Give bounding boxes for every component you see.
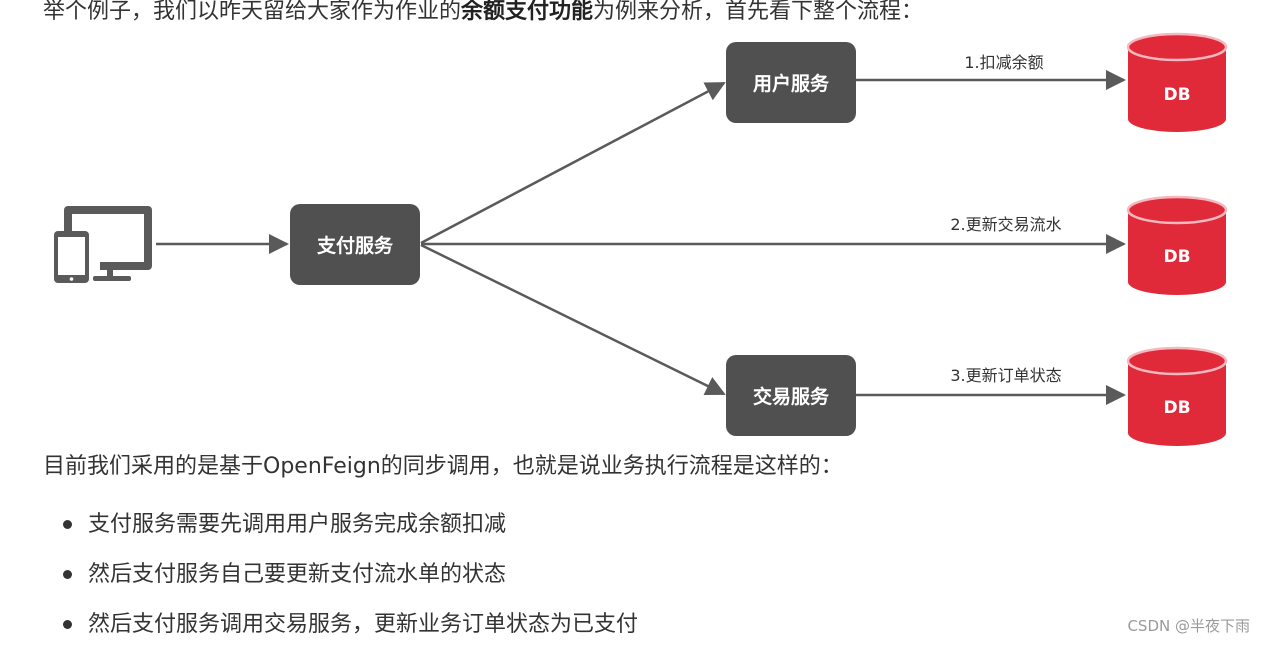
edge-label-order: 3.更新订单状态 <box>950 366 1061 385</box>
list-item-text: 支付服务需要先调用用户服务完成余额扣减 <box>88 512 507 537</box>
explanation-paragraph: 目前我们采用的是基于OpenFeign的同步调用，也就是说业务执行流程是这样的： <box>43 454 843 479</box>
bullet-dot <box>63 520 72 529</box>
pay-service-label: 支付服务 <box>316 234 394 257</box>
edge-label-flow: 2.更新交易流水 <box>950 215 1061 234</box>
list-item: 支付服务需要先调用用户服务完成余额扣减 <box>60 508 638 558</box>
intro-before: 举个例子，我们以昨天留给大家作为作业的 <box>43 0 462 24</box>
intro-bold: 余额支付功能 <box>461 0 594 24</box>
intro-after: 为例来分析，首先看下整个流程： <box>593 0 924 24</box>
db-cylinder-1: DB <box>1126 32 1228 132</box>
user-service-label: 用户服务 <box>753 72 830 95</box>
intro-text: 举个例子，我们以昨天留给大家作为作业的余额支付功能为例来分析，首先看下整个流程： <box>43 0 923 27</box>
list-item-text: 然后支付服务调用交易服务，更新业务订单状态为已支付 <box>88 612 639 637</box>
devices-icon <box>54 206 152 283</box>
db-cylinder-2: DB <box>1126 195 1228 295</box>
edge-label-deduct: 1.扣减余额 <box>964 53 1043 72</box>
list-item-text: 然后支付服务自己要更新支付流水单的状态 <box>88 562 507 587</box>
trade-service-box: 交易服务 <box>726 355 856 436</box>
list-item: 然后支付服务自己要更新支付流水单的状态 <box>60 558 638 608</box>
db-cylinder-3: DB <box>1126 346 1228 446</box>
bullet-dot <box>63 620 72 629</box>
arrow-pay-to-trade <box>420 243 726 396</box>
bullet-dot <box>63 570 72 579</box>
db-label-1: DB <box>1163 85 1190 105</box>
user-service-box: 用户服务 <box>726 42 856 123</box>
arrow-pay-to-user <box>420 81 726 245</box>
flow-diagram: 1.扣减余额 2.更新交易流水 3.更新订单状态 用户服务 支付服务 交易服务 … <box>54 32 1228 446</box>
db-label-2: DB <box>1163 247 1190 267</box>
bullet-list: 支付服务需要先调用用户服务完成余额扣减 然后支付服务自己要更新支付流水单的状态 … <box>60 508 638 658</box>
pay-service-box: 支付服务 <box>290 204 420 285</box>
db-label-3: DB <box>1163 398 1190 418</box>
list-item: 然后支付服务调用交易服务，更新业务订单状态为已支付 <box>60 608 638 658</box>
trade-service-label: 交易服务 <box>753 385 830 408</box>
watermark: CSDN @半夜下雨 <box>1127 617 1250 635</box>
